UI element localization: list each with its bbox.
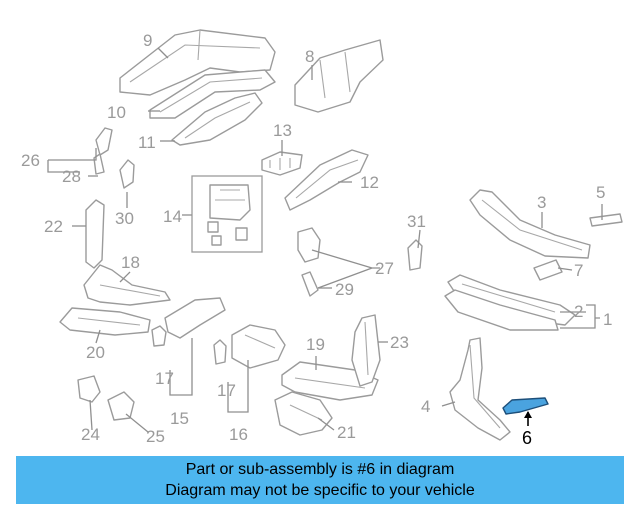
info-banner: Part or sub-assembly is #6 in diagram Di… [16,456,624,504]
callout-12: 12 [360,173,379,192]
callout-16: 16 [229,425,248,444]
part-4-duct [449,337,511,441]
leader-lines [47,47,603,433]
callout-24: 24 [81,425,100,444]
callout-29: 29 [335,280,354,299]
callout-27: 27 [375,259,394,278]
part-21-duct [274,391,333,436]
part-25-vent [107,391,135,421]
part-24-vent [77,375,101,403]
callouts: 9 8 10 11 13 12 26 28 30 14 22 18 20 17 … [21,31,612,448]
part-18-duct [83,264,171,306]
callout-5: 5 [596,183,605,202]
callout-6: 6 [522,428,532,448]
part-19-duct [281,361,379,401]
part-30-clip [119,159,135,189]
callout-2: 2 [574,302,583,321]
callout-21: 21 [337,423,356,442]
part-7-vent [533,259,563,281]
part-10-duct [149,69,276,119]
callout-7: 7 [574,261,583,280]
part-2-duct [444,274,576,331]
callout-20: 20 [86,343,105,362]
callout-11: 11 [138,133,156,152]
banner-line-2: Diagram may not be specific to your vehi… [165,482,475,499]
parts-diagram: 9 8 10 11 13 12 26 28 30 14 22 18 20 17 … [21,29,623,448]
callout-30: 30 [115,209,134,228]
callout-10: 10 [107,103,126,122]
part-31-clip [407,239,423,271]
part-13-vent [261,151,303,176]
callout-3: 3 [537,193,546,212]
callout-17a: 17 [155,369,174,388]
part-6-highlighted [502,397,549,426]
callout-8: 8 [305,47,314,66]
callout-31: 31 [407,212,426,231]
part-20-duct [59,307,151,336]
part-11-duct [171,92,263,146]
callout-14: 14 [163,207,182,226]
callout-23: 23 [390,333,409,352]
part-23-panel [351,314,381,387]
callout-18: 18 [121,253,140,272]
callout-4: 4 [421,397,430,416]
part-22-pillar [85,199,105,269]
callout-1: 1 [603,310,612,329]
part-14-kit [191,175,263,253]
callout-17b: 17 [217,381,236,400]
callout-15: 15 [170,409,189,428]
part-12-duct [284,149,369,211]
part-8-bracket [294,39,384,113]
callout-25: 25 [146,427,165,446]
callout-9: 9 [143,31,152,50]
part-26-bracket [93,127,113,175]
part-15-duct [151,297,226,347]
callout-22: 22 [44,217,63,236]
part-5-clip [589,213,623,227]
part-27-bracket [297,227,321,297]
callout-26: 26 [21,151,40,170]
banner-line-1: Part or sub-assembly is #6 in diagram [185,461,455,478]
callout-28: 28 [62,167,81,186]
callout-19: 19 [306,335,325,354]
part-3-duct [469,189,591,259]
callout-13: 13 [273,121,292,140]
part-16-duct [213,324,286,369]
